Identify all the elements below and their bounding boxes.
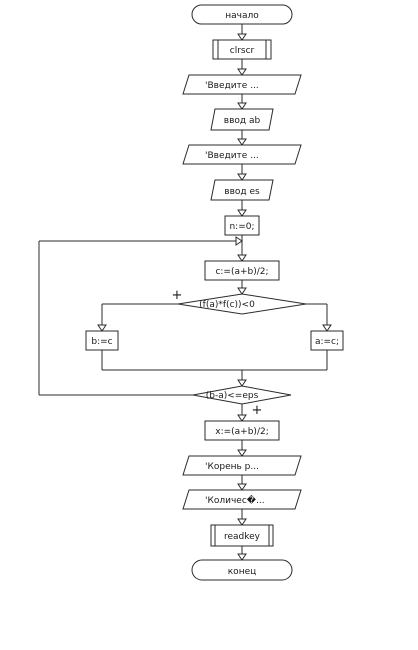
output-root: 'Корень р...: [182, 455, 302, 476]
init-n-process: n:=0;: [224, 215, 260, 236]
compute-x-label: x:=(a+b)/2;: [215, 427, 268, 437]
arrowheads: [97, 33, 332, 561]
end-terminator: конец: [191, 559, 293, 581]
prompt-ab-output: 'Введите ...: [182, 74, 302, 95]
prompt-ab-label: 'Введите ...: [205, 81, 259, 91]
compute-c-label: c:=(a+b)/2;: [215, 267, 268, 277]
readkey-subroutine: readkey: [210, 524, 274, 547]
output-count: 'Количес�...: [182, 489, 302, 510]
sign-decision: (f(a)*f(c))<0: [177, 293, 307, 315]
input-es: ввод es: [210, 179, 274, 201]
output-count-label: 'Количес�...: [205, 494, 265, 506]
plus-sign-exit-branch: +: [252, 403, 263, 418]
sign-decision-label: (f(a)*f(c))<0: [199, 300, 255, 310]
readkey-label: readkey: [224, 532, 261, 542]
assign-a-process: a:=c;: [310, 330, 344, 351]
prompt-es-label: 'Введите ...: [205, 151, 259, 161]
loop-condition-decision: (b-a)<=eps: [192, 385, 292, 405]
clrscr-subroutine: clrscr: [212, 39, 272, 60]
init-n-label: n:=0;: [229, 222, 254, 232]
end-label: конец: [228, 567, 257, 577]
start-label: начало: [225, 11, 259, 21]
input-ab-label: ввод ab: [224, 116, 261, 126]
clrscr-label: clrscr: [230, 46, 255, 56]
prompt-es-output: 'Введите ...: [182, 144, 302, 165]
connector-lines: [38, 24, 328, 560]
compute-x-process: x:=(a+b)/2;: [204, 420, 280, 441]
assign-b-process: b:=c: [85, 330, 119, 351]
input-es-label: ввод es: [224, 187, 260, 197]
output-root-label: 'Корень р...: [205, 462, 259, 472]
compute-c-process: c:=(a+b)/2;: [204, 260, 280, 281]
plus-sign-true-branch: +: [172, 288, 183, 303]
start-terminator: начало: [191, 4, 293, 25]
assign-b-label: b:=c: [91, 337, 112, 347]
input-ab: ввод ab: [210, 108, 274, 131]
assign-a-label: a:=c;: [315, 337, 339, 347]
loop-condition-label: (b-a)<=eps: [206, 391, 259, 401]
